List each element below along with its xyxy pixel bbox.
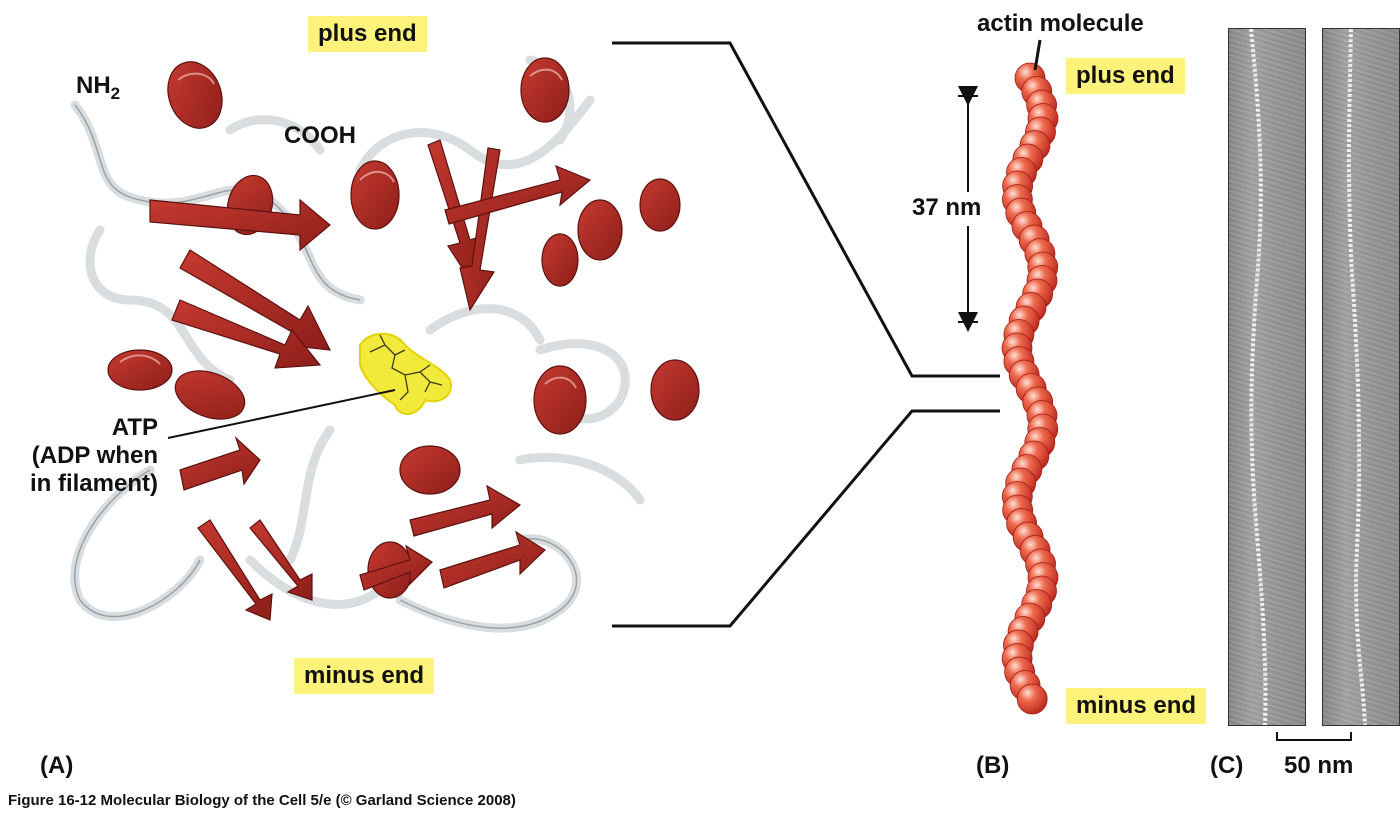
actin-subunit-sphere: [1016, 683, 1048, 715]
helix-highlights: [119, 68, 577, 389]
actin-molecule-pointer: [1033, 39, 1042, 71]
actin-filament: [1001, 62, 1059, 715]
electron-micrograph-right: [1322, 28, 1400, 726]
figure-caption: Figure 16-12 Molecular Biology of the Ce…: [8, 792, 516, 809]
panel-c-letter: (C): [1210, 752, 1244, 779]
nh2-label-subscript: 2: [110, 84, 121, 103]
panel-a-minus-end-label: minus end: [294, 658, 435, 694]
repeat-label-backdrop: [910, 192, 1000, 226]
atp-pointer-line: [167, 389, 396, 439]
beta-sheets: [149, 139, 592, 621]
filament-trace-right: [1347, 29, 1367, 725]
panel-b-letter: (B): [976, 752, 1010, 779]
filament-trace-left: [1249, 29, 1268, 725]
electron-micrograph-left: [1228, 28, 1306, 726]
atp-label-line-1: ATP: [111, 414, 158, 441]
panel-b-plus-end-label: plus end: [1066, 58, 1185, 94]
repeat-distance-label: 37 nm: [912, 194, 982, 221]
atp-label: ATP (ADP when in filament): [4, 414, 158, 498]
coil-outline: [74, 104, 578, 629]
em-scale-label: 50 nm: [1284, 752, 1354, 779]
panel-a-letter: (A): [40, 752, 74, 779]
panel-b-minus-end-label: minus end: [1066, 688, 1207, 724]
nh2-label-main: NH: [76, 72, 111, 99]
em-scale-bar: [1276, 732, 1352, 741]
cooh-terminus-label: COOH: [284, 122, 356, 149]
atp-label-line-3: in filament): [29, 470, 158, 497]
coil-loops: [70, 55, 645, 633]
actin-molecule-label: actin molecule: [977, 10, 1144, 37]
atp-label-line-2: (ADP when: [31, 442, 158, 469]
actin-protein-structure: [70, 55, 700, 633]
atp-molecule: [359, 332, 452, 415]
panel-a-plus-end-label: plus end: [308, 16, 427, 52]
zoom-connector-lines: [612, 41, 1000, 628]
nh2-terminus-label: NH2: [76, 72, 121, 103]
